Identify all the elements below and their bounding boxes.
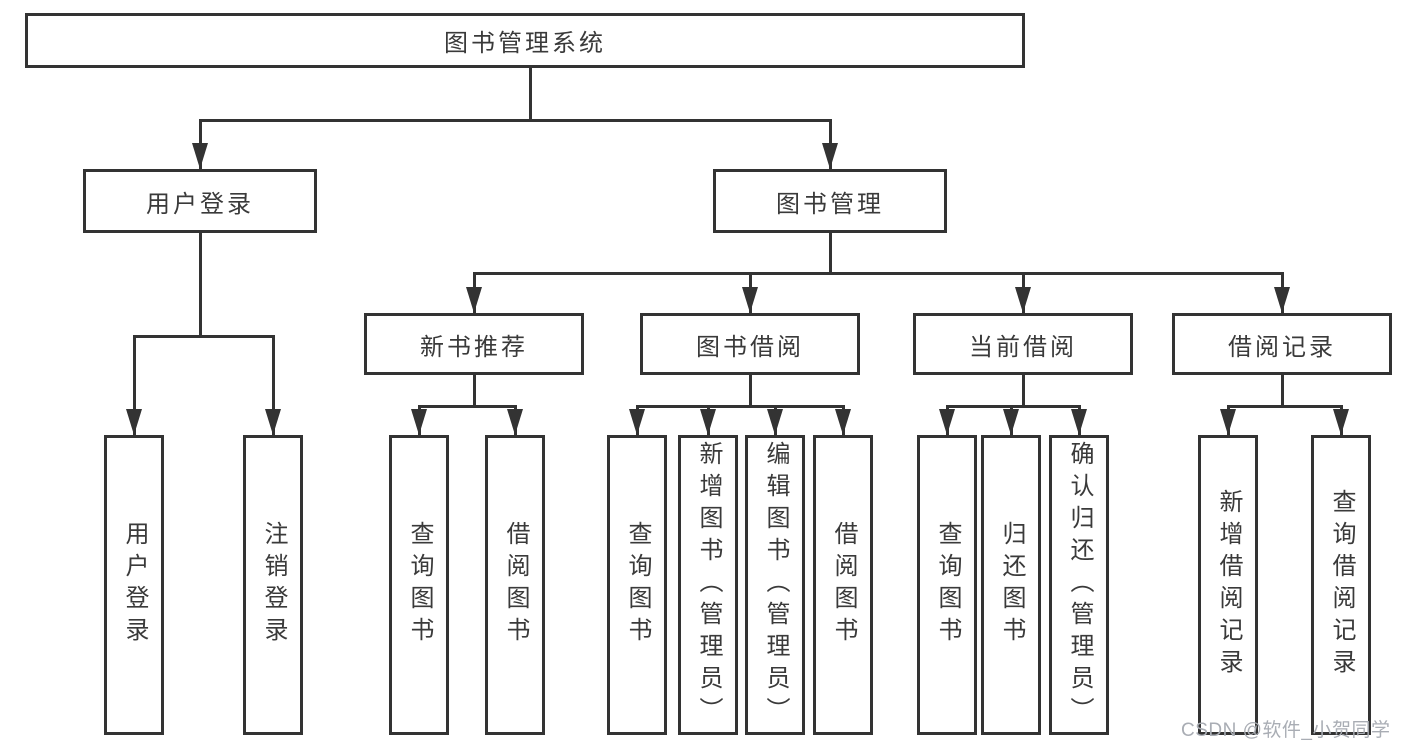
arrow-user-login-icon <box>192 143 208 169</box>
node-new-book-recommend-label: 新书推荐 <box>420 333 528 361</box>
node-root-label: 图书管理系统 <box>444 30 606 57</box>
leaf-records-add-record: 新增借阅记录 <box>1198 435 1258 735</box>
edge-current-stem <box>1021 375 1025 405</box>
arrow-records-add-icon <box>1220 409 1236 435</box>
arrow-borrow-edit-icon <box>767 409 783 435</box>
leaf-records-query-record: 查询借阅记录 <box>1311 435 1371 735</box>
leaf-borrow-edit-books: 编辑图书（管理员） <box>745 435 805 735</box>
node-borrow-records-label: 借阅记录 <box>1228 333 1336 361</box>
arrow-new-book-recommend-icon <box>466 287 482 313</box>
node-book-borrow-label: 图书借阅 <box>696 333 804 361</box>
edge-leaf-user-login-shaft <box>132 335 136 435</box>
node-book-borrow: 图书借阅 <box>640 313 860 375</box>
leaf-borrow-edit-books-label: 编辑图书（管理员） <box>762 441 789 729</box>
edge-borrow-stem <box>748 375 752 405</box>
edge-level2-bus <box>198 119 832 122</box>
arrow-current-confirm-icon <box>1071 409 1087 435</box>
leaf-borrow-add-books-label: 新增图书（管理员） <box>695 441 722 729</box>
edge-root-stem <box>528 68 532 119</box>
edge-level3-bus <box>472 272 1284 275</box>
edge-recommend-bus <box>417 405 517 408</box>
leaf-borrow-query-books: 查询图书 <box>607 435 667 735</box>
arrow-recommend-query-icon <box>411 409 427 435</box>
leaf-logout-label: 注销登录 <box>260 521 287 649</box>
leaf-current-confirm-return-label: 确认归还（管理员） <box>1066 441 1093 729</box>
leaf-user-login-label: 用户登录 <box>121 521 148 649</box>
arrow-current-return-icon <box>1003 409 1019 435</box>
edge-records-bus <box>1226 405 1343 408</box>
leaf-records-query-record-label: 查询借阅记录 <box>1328 489 1355 681</box>
edge-borrow-bus <box>635 405 845 408</box>
edge-book-management-stem <box>828 233 832 272</box>
arrow-recommend-borrow-icon <box>507 409 523 435</box>
node-book-management: 图书管理 <box>713 169 947 233</box>
arrow-current-borrow-icon <box>1015 287 1031 313</box>
leaf-logout: 注销登录 <box>243 435 303 735</box>
leaf-borrow-add-books: 新增图书（管理员） <box>678 435 738 735</box>
node-user-login: 用户登录 <box>83 169 317 233</box>
node-user-login-label: 用户登录 <box>146 190 254 218</box>
node-book-management-label: 图书管理 <box>776 190 884 218</box>
edge-recommend-stem <box>472 375 476 405</box>
arrow-borrow-borrow-icon <box>835 409 851 435</box>
leaf-current-confirm-return: 确认归还（管理员） <box>1049 435 1109 735</box>
node-new-book-recommend: 新书推荐 <box>364 313 584 375</box>
leaf-current-return-books: 归还图书 <box>981 435 1041 735</box>
edge-user-login-bus <box>132 335 274 338</box>
arrow-borrow-records-icon <box>1274 287 1290 313</box>
arrow-borrow-query-icon <box>629 409 645 435</box>
edge-leaf-logout-shaft <box>271 335 275 435</box>
node-current-borrow: 当前借阅 <box>913 313 1133 375</box>
leaf-borrow-borrow-books-label: 借阅图书 <box>830 521 857 649</box>
arrow-book-management-icon <box>822 143 838 169</box>
leaf-user-login: 用户登录 <box>104 435 164 735</box>
node-root: 图书管理系统 <box>25 13 1025 68</box>
arrow-borrow-add-icon <box>700 409 716 435</box>
csdn-watermark: CSDN @软件_小贺同学 <box>1181 720 1391 741</box>
leaf-current-query-books: 查询图书 <box>917 435 977 735</box>
leaf-recommend-borrow-books: 借阅图书 <box>485 435 545 735</box>
node-current-borrow-label: 当前借阅 <box>969 333 1077 361</box>
leaf-recommend-query-books: 查询图书 <box>389 435 449 735</box>
leaf-current-return-books-label: 归还图书 <box>998 521 1025 649</box>
leaf-recommend-borrow-books-label: 借阅图书 <box>502 521 529 649</box>
arrow-records-query-icon <box>1333 409 1349 435</box>
leaf-borrow-query-books-label: 查询图书 <box>624 521 651 649</box>
edge-user-login-stem <box>198 233 202 335</box>
arrow-current-query-icon <box>939 409 955 435</box>
leaf-current-query-books-label: 查询图书 <box>934 521 961 649</box>
edge-records-stem <box>1280 375 1284 405</box>
leaf-recommend-query-books-label: 查询图书 <box>406 521 433 649</box>
leaf-records-add-record-label: 新增借阅记录 <box>1215 489 1242 681</box>
arrow-leaf-logout-icon <box>265 409 281 435</box>
arrow-leaf-user-login-icon <box>126 409 142 435</box>
node-borrow-records: 借阅记录 <box>1172 313 1392 375</box>
leaf-borrow-borrow-books: 借阅图书 <box>813 435 873 735</box>
edge-current-bus <box>945 405 1081 408</box>
arrow-book-borrow-icon <box>742 287 758 313</box>
